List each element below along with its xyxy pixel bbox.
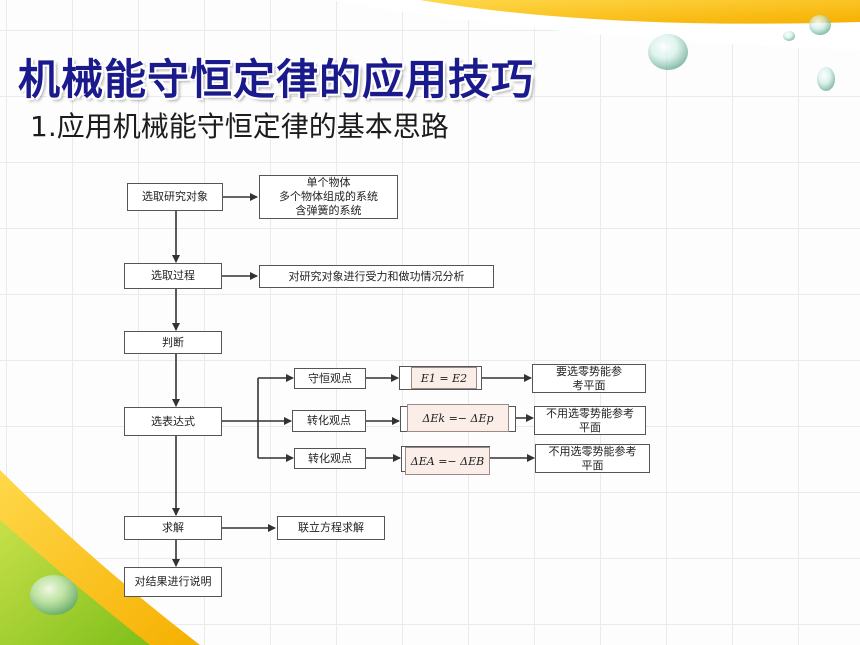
branch-view-transformation-2: 转化观点 [294, 448, 366, 469]
equation-delta-ek-delta-ep: ΔEk =− ΔEp [407, 404, 509, 432]
object-type-single: 单个物体 [306, 176, 351, 190]
branch-view-transformation-1: 转化观点 [292, 410, 366, 432]
step-explain-result: 对结果进行说明 [124, 567, 222, 597]
page-subtitle: 1.应用机械能守恒定律的基本思路 [30, 110, 449, 143]
water-drop-icon [817, 67, 835, 91]
step-select-expression: 选表达式 [124, 407, 222, 436]
note-choose-reference-plane: 要选零势能参考平面 [532, 364, 646, 393]
water-drop-icon [30, 575, 78, 615]
analysis-note: 对研究对象进行受力和做功情况分析 [259, 265, 494, 288]
equation-delta-ea-delta-eb: ΔEA =− ΔEB [405, 447, 490, 475]
object-type-spring: 含弹簧的系统 [295, 203, 362, 217]
step-solve: 求解 [124, 516, 222, 540]
page-title: 机械能守恒定律的应用技巧 [18, 55, 535, 104]
step-select-process: 选取过程 [124, 263, 222, 289]
note-no-reference-plane-2: 不用选零势能参考平面 [535, 444, 650, 473]
object-types-box: 单个物体 多个物体组成的系统 含弹簧的系统 [259, 175, 398, 219]
equation-e1-equals-e2: E1 = E2 [411, 367, 477, 389]
top-right-swoosh-gold [420, 0, 860, 24]
water-drop-icon [783, 31, 795, 41]
water-drop-icon [648, 34, 688, 70]
bottom-left-swoosh-green [0, 520, 150, 645]
water-drop-icon [809, 15, 831, 35]
step-select-object: 选取研究对象 [127, 183, 223, 211]
branch-view-conservation: 守恒观点 [294, 368, 366, 389]
note-no-reference-plane-1: 不用选零势能参考平面 [534, 406, 646, 435]
object-type-system: 多个物体组成的系统 [279, 190, 378, 204]
step-judge: 判断 [124, 331, 222, 354]
solve-note: 联立方程求解 [277, 516, 385, 540]
